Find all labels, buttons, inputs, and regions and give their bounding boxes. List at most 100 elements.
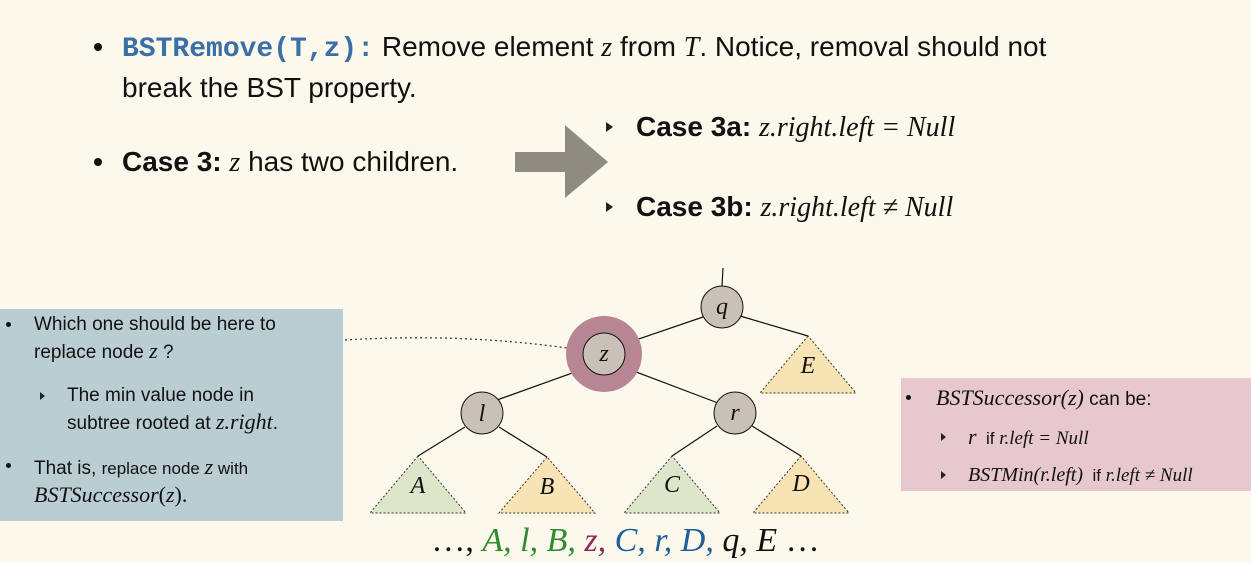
bullet-case3: Case 3: z has two children. (122, 143, 458, 182)
subtree-c (622, 455, 722, 514)
right-item-2: BSTMin(r.left) if r.left ≠ Null (968, 462, 1193, 489)
paren: ). (174, 482, 188, 507)
seq-a: A, (482, 522, 521, 559)
text: That is, (34, 458, 102, 479)
var-z: z (601, 32, 613, 63)
var-z: z (165, 482, 175, 507)
colon: : (743, 191, 753, 222)
arrow-icon (515, 125, 608, 198)
colon: : (212, 146, 222, 177)
subtree-d-label: D (791, 471, 809, 497)
text: if (976, 429, 1000, 448)
node-q-label: q (716, 294, 728, 320)
sub-bullet (606, 202, 613, 212)
text: The min value node in (67, 385, 254, 406)
left-that-is: That is, replace node z with BSTSuccesso… (34, 454, 248, 510)
bst-remove-code: BSTRemove(T,z) (122, 34, 358, 65)
subtree-b-label: B (540, 474, 555, 500)
node-r-label: r (730, 400, 740, 426)
text: replace node (101, 459, 205, 478)
var-z: z (229, 147, 241, 178)
edge-q-e (739, 315, 809, 337)
bullet-dot (94, 158, 102, 166)
var-t: T (683, 32, 700, 63)
case-3a-expr: z.right.left = Null (758, 112, 956, 143)
right-item-1: r if r.left = Null (968, 424, 1089, 452)
bullet-dot (906, 395, 911, 400)
seq-q: q, (722, 522, 757, 559)
inorder-sequence: …, A, l, B, z, C, r, D, q, E … (0, 520, 1251, 562)
case-3a: Case 3a: z.right.left = Null (636, 110, 955, 145)
left-question: Which one should be here to replace node… (34, 312, 276, 366)
text: Which one should be here to (34, 314, 276, 335)
bullet-dot (6, 463, 11, 468)
edge-r-c (671, 425, 718, 457)
node-r (713, 391, 757, 435)
sub-bullet (941, 433, 946, 441)
seq-b: B, (546, 522, 585, 559)
subtree-a-label: A (409, 473, 426, 499)
left-note-panel (0, 309, 343, 521)
code-colon: : (357, 34, 375, 65)
bst-successor: BSTSuccessor (34, 482, 159, 507)
text: can be: (1083, 389, 1152, 410)
seq-c: C, (614, 522, 655, 559)
condition: r.left = Null (999, 428, 1089, 449)
var-r: r (968, 424, 977, 449)
bst-min-fn: BSTMin(r.left) (968, 464, 1083, 486)
seq-end: … (785, 522, 820, 559)
edge-l-a (417, 426, 466, 457)
node-z (582, 332, 626, 376)
subtree-d (751, 455, 851, 514)
seq-l: l, (520, 522, 547, 559)
edge-z-r (622, 366, 719, 404)
bullet-dot (94, 43, 102, 51)
text: Remove element (374, 31, 602, 62)
text: break the BST property. (122, 72, 417, 103)
subtree-b (497, 456, 597, 514)
sub-bullet (606, 122, 613, 132)
paren: ( (158, 482, 166, 507)
text: if (1083, 466, 1106, 485)
seq-z: z, (584, 522, 615, 559)
case-3b-expr: z.right.left ≠ Null (760, 192, 954, 223)
subtree-a (368, 455, 468, 514)
seq-d: D, (680, 522, 723, 559)
case-3b: Case 3b: z.right.left ≠ Null (636, 190, 953, 225)
left-answer: The min value node in subtree rooted at … (67, 383, 278, 437)
text: subtree rooted at (67, 413, 216, 434)
bullet-remove: BSTRemove(T,z): Remove element z from T.… (122, 28, 1122, 107)
subtree-e (758, 335, 858, 394)
node-l-label: l (479, 401, 486, 427)
text: from (612, 31, 684, 62)
sub-bullet (40, 392, 45, 400)
bst-successor-fn: BSTSuccessor(z) (936, 385, 1084, 410)
text: ? (157, 342, 174, 363)
text: . Notice, removal should not (699, 31, 1047, 62)
edge-r-d (751, 425, 802, 457)
edge-parent-q (721, 267, 724, 287)
condition: r.left ≠ Null (1105, 465, 1193, 486)
var-z-right: z.right (215, 409, 273, 434)
subtree-c-label: C (664, 472, 681, 498)
text: replace node (34, 342, 150, 363)
right-title: BSTSuccessor(z) can be: (936, 385, 1151, 413)
colon: : (741, 111, 752, 142)
text: with (213, 459, 249, 478)
node-l (460, 391, 504, 435)
seq-r: r, (654, 522, 681, 559)
text: . (272, 413, 279, 434)
case-3a-label: Case 3a (636, 111, 742, 142)
case3-label: Case 3 (122, 146, 213, 177)
text: has two children. (240, 146, 459, 177)
bullet-dot (6, 322, 11, 327)
var-z: z (204, 454, 214, 479)
var-z: z (149, 338, 158, 363)
node-q (700, 285, 744, 329)
edge-l-b (498, 426, 548, 458)
sub-bullet (941, 471, 946, 479)
node-z-label: z (598, 341, 609, 367)
seq-e: E (756, 522, 786, 559)
right-note-panel (901, 378, 1251, 491)
